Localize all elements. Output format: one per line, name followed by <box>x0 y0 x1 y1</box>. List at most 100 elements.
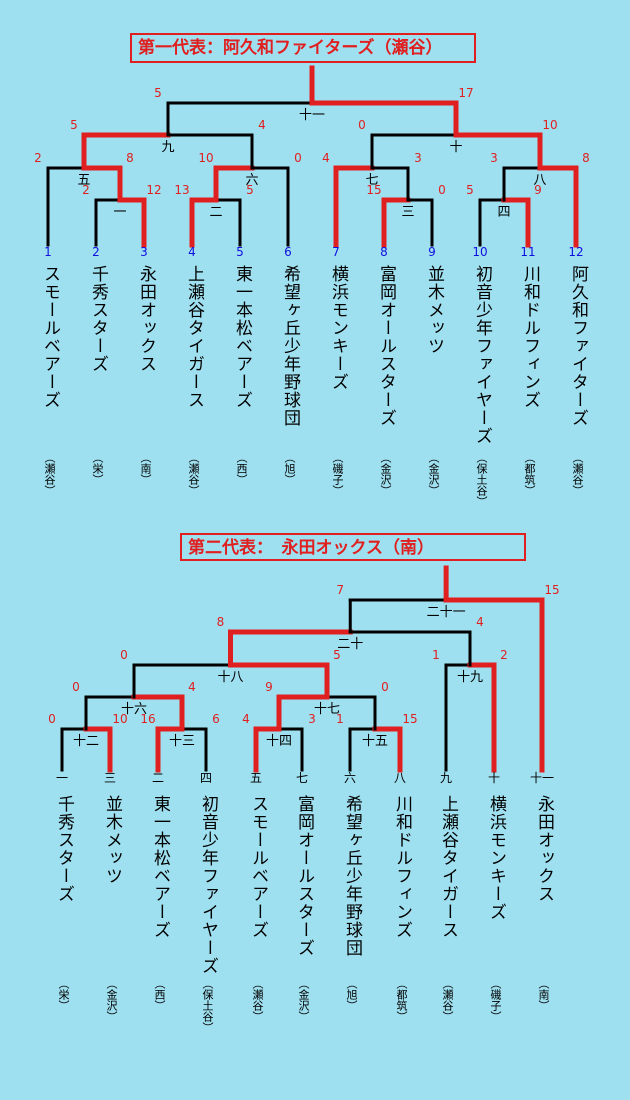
team-seed: 五 <box>250 771 262 785</box>
team-seed: 1 <box>44 245 52 259</box>
team-name: 初音少年ファイヤーズ <box>472 265 492 445</box>
team-area: （金沢） <box>427 452 440 496</box>
team-name: 永田オックス <box>534 795 554 903</box>
score-label: 3 <box>308 712 316 726</box>
team-name: 横浜モンキーズ <box>486 795 506 921</box>
team-seed: 十一 <box>530 771 554 785</box>
bracket2-title: 第二代表： 永田オックス（南） <box>180 533 526 561</box>
game-number: 十六 <box>121 702 147 717</box>
score-label: 15 <box>544 583 559 597</box>
team-area: （金沢） <box>379 452 392 496</box>
team-name: 富岡オールスターズ <box>294 795 314 957</box>
score-label: 15 <box>402 712 417 726</box>
team-name: 川和ドルフィンズ <box>520 265 540 409</box>
score-label: 17 <box>458 86 473 100</box>
team-name: 初音少年ファイヤーズ <box>198 795 218 975</box>
team-area: （瀬谷） <box>43 452 56 496</box>
team-seed: 九 <box>440 771 452 785</box>
game-number: 三 <box>401 205 414 220</box>
team-name: 千秀スターズ <box>54 795 74 903</box>
score-label: 1 <box>432 648 440 662</box>
team-name: 千秀スターズ <box>88 265 108 373</box>
team-area: （磯子） <box>489 978 502 1022</box>
team-seed: 2 <box>92 245 100 259</box>
team-name: スモールベアーズ <box>40 265 60 409</box>
team-seed: 8 <box>380 245 388 259</box>
game-number: 二 <box>209 205 222 220</box>
team-area: （都筑） <box>523 452 536 496</box>
score-label: 10 <box>112 712 127 726</box>
team-seed: 12 <box>568 245 583 259</box>
team-name: 阿久和ファイターズ <box>568 265 588 427</box>
game-number: 十二 <box>73 734 99 749</box>
game-number: 十八 <box>217 670 243 685</box>
team-seed: 5 <box>236 245 244 259</box>
team-name: 希望ヶ丘少年野球団 <box>342 795 362 957</box>
team-name: 並木メッツ <box>102 795 122 885</box>
team-area: （瀬谷） <box>571 452 584 496</box>
score-label: 5 <box>70 118 78 132</box>
team-area: （瀬谷） <box>187 452 200 496</box>
score-label: 4 <box>322 151 330 165</box>
score-label: 13 <box>174 183 189 197</box>
team-seed: 八 <box>394 771 406 785</box>
score-label: 3 <box>490 151 498 165</box>
score-label: 0 <box>438 183 446 197</box>
team-seed: 9 <box>428 245 436 259</box>
score-label: 9 <box>265 680 273 694</box>
score-label: 5 <box>154 86 162 100</box>
score-label: 6 <box>212 712 220 726</box>
score-label: 10 <box>542 118 557 132</box>
team-name: スモールベアーズ <box>248 795 268 939</box>
score-label: 8 <box>126 151 134 165</box>
score-label: 2 <box>500 648 508 662</box>
score-label: 8 <box>582 151 590 165</box>
score-label: 0 <box>120 648 128 662</box>
team-area: （保土谷） <box>475 452 488 507</box>
team-name: 横浜モンキーズ <box>328 265 348 391</box>
score-label: 10 <box>198 151 213 165</box>
team-name: 上瀬谷タイガース <box>184 265 204 409</box>
game-number: 十四 <box>266 734 292 749</box>
team-seed: 11 <box>520 245 535 259</box>
team-area: （南） <box>537 978 550 1011</box>
team-name: 富岡オールスターズ <box>376 265 396 427</box>
team-seed: 二 <box>152 771 164 785</box>
score-label: 0 <box>48 712 56 726</box>
score-label: 16 <box>140 712 155 726</box>
team-name: 希望ヶ丘少年野球団 <box>280 265 300 427</box>
team-name: 永田オックス <box>136 265 156 373</box>
score-label: 5 <box>246 183 254 197</box>
score-label: 15 <box>366 183 381 197</box>
game-number: 十九 <box>457 670 483 685</box>
team-area: （金沢） <box>297 978 310 1022</box>
score-label: 0 <box>72 680 80 694</box>
team-area: （瀬谷） <box>441 978 454 1022</box>
game-number: 十三 <box>169 734 195 749</box>
team-seed: 七 <box>296 771 308 785</box>
team-seed: 六 <box>344 771 356 785</box>
game-number: 七 <box>365 173 378 188</box>
score-label: 5 <box>466 183 474 197</box>
team-seed: 4 <box>188 245 196 259</box>
score-label: 7 <box>336 583 344 597</box>
score-label: 4 <box>242 712 250 726</box>
team-seed: 一 <box>56 771 68 785</box>
game-number: 十五 <box>362 734 388 749</box>
team-name: 川和ドルフィンズ <box>392 795 412 939</box>
score-label: 9 <box>534 183 542 197</box>
score-label: 2 <box>82 183 90 197</box>
game-number: 十一 <box>299 108 325 123</box>
game-number: 十 <box>449 140 462 155</box>
game-number: 二十 <box>337 637 363 652</box>
team-area: （南） <box>139 452 152 485</box>
game-number: 九 <box>161 140 174 155</box>
team-area: （栄） <box>57 978 70 1011</box>
team-seed: 7 <box>332 245 340 259</box>
game-number: 十七 <box>314 702 340 717</box>
score-label: 2 <box>34 151 42 165</box>
score-label: 4 <box>258 118 266 132</box>
team-seed: 10 <box>472 245 487 259</box>
team-area: （西） <box>153 978 166 1011</box>
